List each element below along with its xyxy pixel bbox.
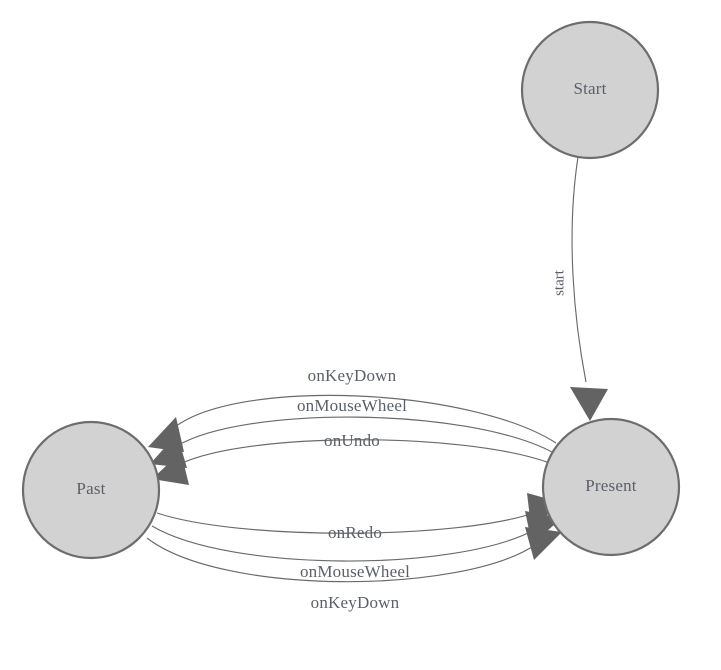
edge-present-to-past-mousewheel-path: [176, 416, 553, 453]
node-start-label: Start: [573, 79, 606, 98]
edge-label-present-past-keydown: onKeyDown: [308, 366, 397, 385]
node-start[interactable]: Start: [520, 20, 660, 160]
node-start-circle: [520, 20, 660, 160]
edge-past-to-present-redo-path: [156, 512, 535, 534]
node-past-label: Past: [76, 479, 105, 498]
node-past[interactable]: Past: [21, 420, 161, 560]
edge-start-to-present[interactable]: start: [551, 156, 608, 421]
edge-label-present-past-undo: onUndo: [324, 431, 380, 450]
edge-start-to-present-arrowhead: [570, 387, 608, 421]
node-present[interactable]: Present: [541, 417, 681, 557]
edge-past-to-present-keydown-arrowhead: [525, 527, 562, 560]
edge-present-to-past-undo-path: [179, 439, 548, 465]
edge-label-start: start: [551, 269, 567, 296]
node-past-circle: [21, 420, 161, 560]
edge-past-to-present-keydown-path: [146, 537, 536, 583]
edge-past-to-present-mousewheel-path: [151, 525, 535, 562]
node-present-circle: [541, 417, 681, 557]
edge-present-to-past-undo-arrowhead: [152, 452, 189, 485]
edge-past-to-present-keydown[interactable]: onKeyDown: [146, 527, 562, 612]
edge-label-present-past-mousewheel: onMouseWheel: [297, 396, 407, 415]
nodes-layer: Start Past Present: [21, 20, 681, 560]
edges-layer: start onKeyDown onMouseWheel onUndo: [146, 156, 608, 612]
edge-present-to-past-keydown-path: [174, 394, 557, 444]
edge-label-past-present-keydown: onKeyDown: [311, 593, 400, 612]
edge-label-past-present-mousewheel: onMouseWheel: [300, 562, 410, 581]
node-present-label: Present: [585, 476, 637, 495]
edge-past-to-present-redo[interactable]: onRedo: [156, 493, 563, 542]
edge-start-to-present-path: [571, 156, 587, 383]
edge-present-to-past-undo[interactable]: onUndo: [152, 431, 548, 485]
edge-label-past-present-redo: onRedo: [328, 523, 382, 542]
